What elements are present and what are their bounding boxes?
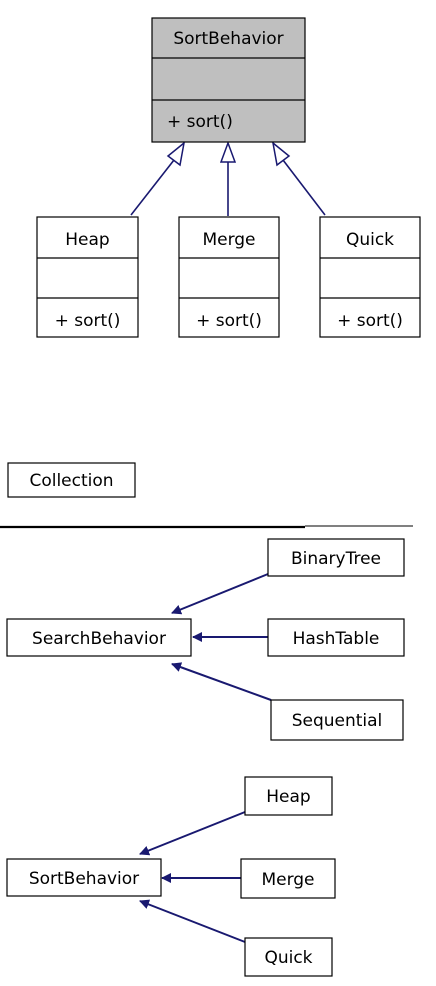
sort-graph-edges — [139, 811, 246, 943]
uml-class-quick: Quick + sort() — [319, 216, 421, 338]
node-label: Heap — [266, 787, 310, 807]
uml-inheritance-arrowheads — [166, 140, 291, 167]
node-box — [267, 618, 405, 657]
heap-node: Heap — [244, 776, 333, 816]
node-box — [6, 858, 162, 897]
node-box — [6, 618, 192, 657]
edge-binarytree-to-searchbehavior — [171, 573, 269, 615]
edge-heap-to-sortbehavior — [139, 811, 246, 856]
search-behavior-node: SearchBehavior — [6, 618, 192, 657]
node-box — [270, 699, 404, 741]
edge-sequential-to-searchbehavior — [171, 662, 272, 701]
hollow-arrowhead — [219, 140, 237, 163]
quick-node: Quick — [244, 937, 333, 977]
class-box — [319, 216, 421, 338]
node-box — [267, 538, 405, 577]
search-graph-edges — [171, 573, 272, 701]
node-label: BinaryTree — [291, 549, 381, 569]
hollow-arrowhead — [271, 141, 291, 167]
class-method: + sort() — [55, 311, 121, 331]
uml-class-merge: Merge + sort() — [178, 216, 280, 338]
class-name: SortBehavior — [173, 29, 283, 49]
uml-class-heap: Heap + sort() — [36, 216, 139, 338]
hashtable-node: HashTable — [267, 618, 405, 657]
node-box — [240, 858, 336, 899]
edge-heap-to-sortbehavior — [130, 159, 175, 216]
node-label: Quick — [264, 948, 312, 968]
class-box — [151, 17, 306, 143]
class-name: Quick — [346, 230, 394, 250]
sort-behavior-node: SortBehavior — [6, 858, 162, 897]
class-box — [36, 216, 139, 338]
class-method: + sort() — [167, 112, 233, 132]
class-box — [178, 216, 280, 338]
uml-inheritance-edges — [130, 159, 326, 216]
collection-node: Collection — [7, 462, 136, 498]
node-label: SortBehavior — [29, 869, 139, 889]
class-method: + sort() — [196, 311, 262, 331]
edge-quick-to-sortbehavior — [139, 899, 246, 943]
class-method: + sort() — [337, 311, 403, 331]
sequential-node: Sequential — [270, 699, 404, 741]
binarytree-node: BinaryTree — [267, 538, 405, 577]
node-label: Merge — [261, 870, 314, 890]
class-name: Merge — [202, 230, 255, 250]
node-box — [244, 776, 333, 816]
node-label: Collection — [29, 471, 113, 491]
merge-node: Merge — [240, 858, 336, 899]
edge-quick-to-sortbehavior — [282, 159, 326, 216]
node-box — [7, 462, 136, 498]
hollow-arrowhead — [166, 141, 186, 167]
node-label: SearchBehavior — [32, 629, 166, 649]
node-label: Sequential — [292, 711, 383, 731]
node-box — [244, 937, 333, 977]
uml-class-sortbehavior: SortBehavior + sort() — [151, 17, 306, 143]
node-label: HashTable — [293, 629, 380, 649]
class-name: Heap — [65, 230, 109, 250]
